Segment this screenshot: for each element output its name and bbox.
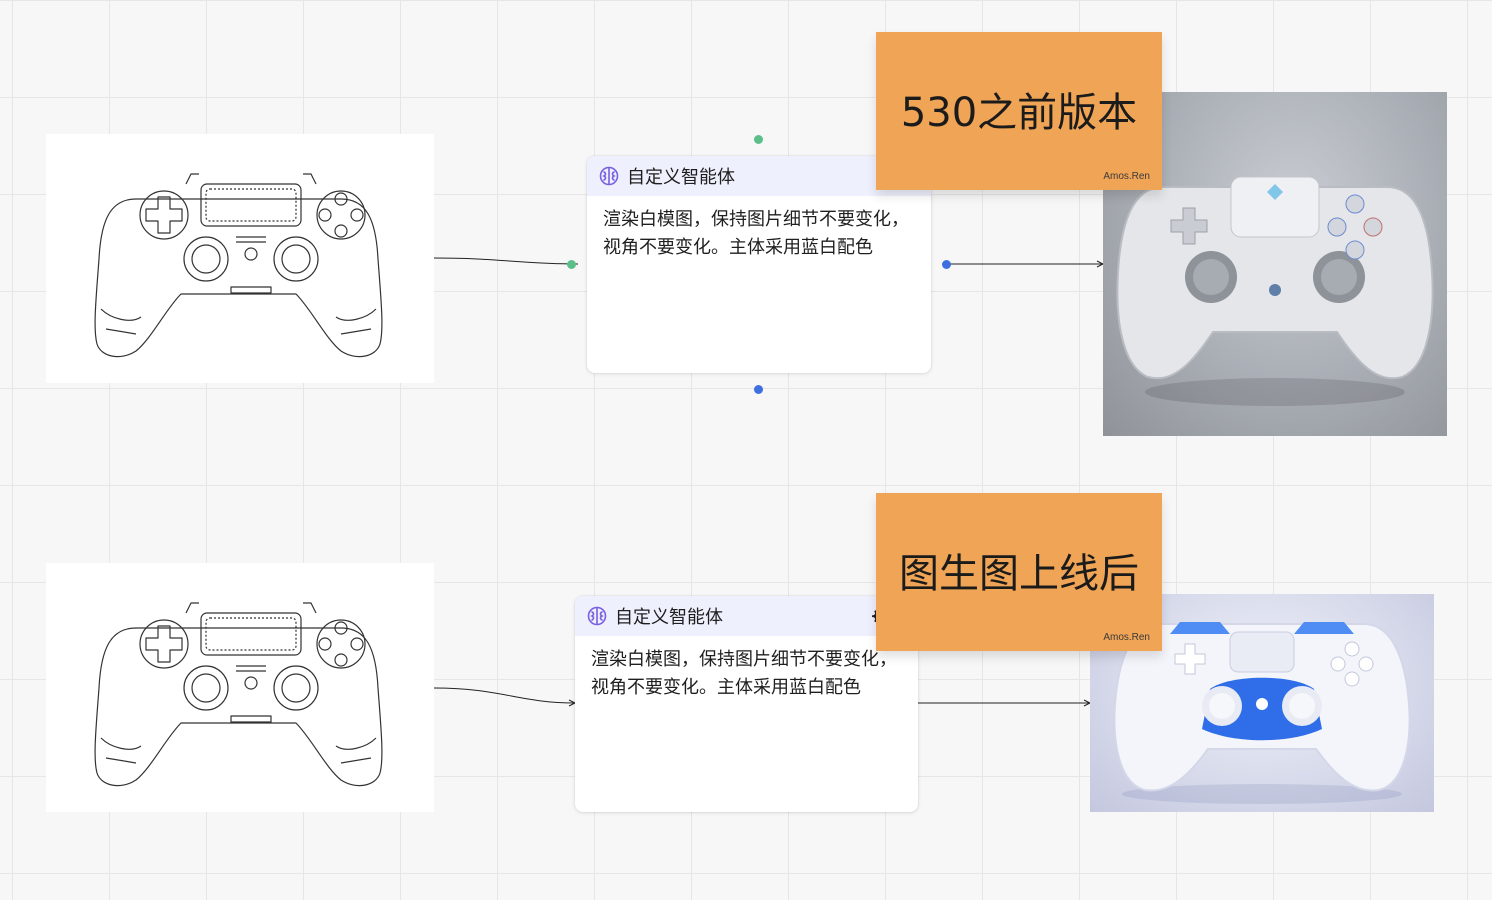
agent-node-1[interactable]: 自定义智能体 渲染白模图，保持图片细节不要变化，视角不要变化。主体采用蓝白配色 <box>587 156 931 373</box>
agent-title: 自定义智能体 <box>627 167 735 188</box>
brain-icon <box>599 166 619 186</box>
blue-white-controller-render <box>1113 622 1411 804</box>
controller-sketch-drawing <box>94 173 383 358</box>
sticky-note-author: Amos.Ren <box>1103 632 1150 643</box>
agent-title: 自定义智能体 <box>615 607 723 628</box>
port-top-1[interactable] <box>754 135 763 144</box>
agent-node-2[interactable]: 自定义智能体 渲染白模图，保持图片细节不要变化，视角不要变化。主体采用蓝白配色 <box>575 596 918 812</box>
agent-header: 自定义智能体 <box>575 596 918 636</box>
sticky-note-author: Amos.Ren <box>1103 171 1150 182</box>
sticky-note-text: 图生图上线后 <box>899 551 1139 597</box>
port-right-1[interactable] <box>942 260 951 269</box>
controller-sketch-drawing <box>94 602 383 787</box>
connector-sketch-to-agent-1 <box>433 257 579 265</box>
connector-sketch-to-agent-2 <box>433 687 576 704</box>
brain-icon <box>587 606 607 626</box>
agent-prompt[interactable]: 渲染白模图，保持图片细节不要变化，视角不要变化。主体采用蓝白配色 <box>603 209 909 258</box>
sticky-note-2[interactable]: 图生图上线后 Amos.Ren <box>876 493 1162 651</box>
agent-header: 自定义智能体 <box>587 156 931 196</box>
white-controller-render <box>1116 176 1434 406</box>
input-sketch-image-1[interactable] <box>46 134 434 383</box>
output-image-2[interactable] <box>1090 594 1434 812</box>
port-bottom-1[interactable] <box>754 385 763 394</box>
input-sketch-image-2[interactable] <box>46 563 434 812</box>
agent-prompt[interactable]: 渲染白模图，保持图片细节不要变化，视角不要变化。主体采用蓝白配色 <box>591 649 897 698</box>
sticky-note-text: 530之前版本 <box>900 90 1138 136</box>
sticky-note-1[interactable]: 530之前版本 Amos.Ren <box>876 32 1162 190</box>
port-left-1[interactable] <box>567 260 576 269</box>
